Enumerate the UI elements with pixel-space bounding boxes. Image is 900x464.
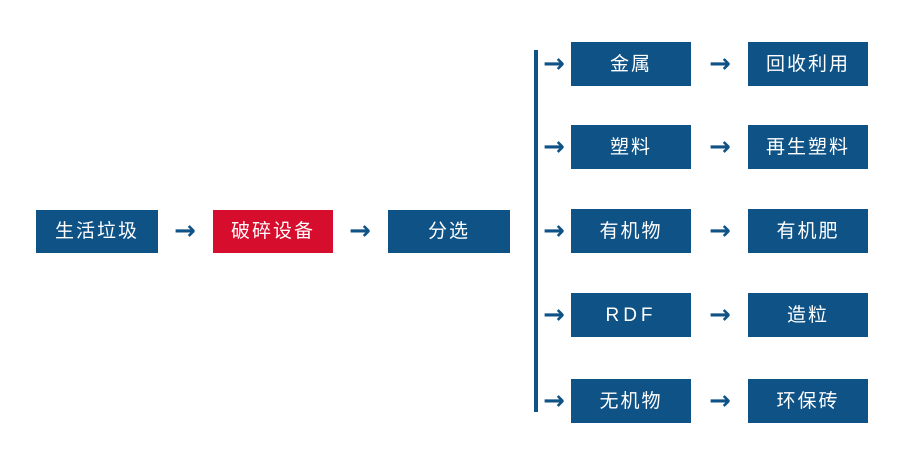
arrow-glyph-char: →	[543, 49, 565, 79]
node-label: 有机肥	[776, 220, 840, 242]
arrow-glyph-char: →	[174, 216, 196, 246]
arrow-glyph-char: →	[709, 300, 731, 330]
arrow-right-icon: →	[700, 386, 740, 416]
node-label: 回收利用	[765, 53, 850, 75]
node-label: RDF	[605, 304, 657, 326]
arrow-glyph-char: →	[543, 216, 565, 246]
node-label: 分选	[427, 221, 470, 242]
node-product-recycled-plastic[interactable]: 再生塑料	[748, 125, 868, 169]
arrow-right-icon: →	[700, 300, 740, 330]
arrow-right-icon: →	[700, 216, 740, 246]
node-label: 造粒	[786, 304, 829, 326]
node-label: 再生塑料	[765, 136, 850, 158]
arrow-right-icon: →	[700, 132, 740, 162]
node-household-waste[interactable]: 生活垃圾	[36, 210, 158, 253]
node-label: 有机物	[599, 220, 663, 242]
arrow-glyph-char: →	[709, 49, 731, 79]
node-crushing-equipment[interactable]: 破碎设备	[213, 210, 333, 253]
node-label: 生活垃圾	[54, 221, 139, 242]
node-product-granulation[interactable]: 造粒	[748, 293, 868, 337]
arrow-glyph-char: →	[709, 386, 731, 416]
arrow-glyph-char: →	[709, 132, 731, 162]
node-material-metal[interactable]: 金属	[571, 42, 691, 86]
arrow-glyph-char: →	[543, 132, 565, 162]
node-label: 破碎设备	[230, 221, 315, 242]
node-product-recycling[interactable]: 回收利用	[748, 42, 868, 86]
arrow-right-icon: →	[700, 49, 740, 79]
branch-arrow-icon: →	[538, 216, 570, 246]
arrow-glyph-char: →	[709, 216, 731, 246]
node-material-plastic[interactable]: 塑料	[571, 125, 691, 169]
branch-trunk-line	[534, 50, 538, 412]
arrow-glyph-char: →	[349, 216, 371, 246]
branch-arrow-icon: →	[538, 49, 570, 79]
node-material-inorganic[interactable]: 无机物	[571, 379, 691, 423]
node-product-eco-brick[interactable]: 环保砖	[748, 379, 868, 423]
node-label: 环保砖	[776, 390, 840, 412]
node-material-rdf[interactable]: RDF	[571, 293, 691, 337]
node-product-organic-fertilizer[interactable]: 有机肥	[748, 209, 868, 253]
branch-arrow-icon: →	[538, 132, 570, 162]
arrow-right-icon: →	[340, 216, 380, 246]
branch-arrow-icon: →	[538, 300, 570, 330]
node-label: 无机物	[599, 390, 663, 412]
branch-arrow-icon: →	[538, 386, 570, 416]
arrow-glyph-char: →	[543, 386, 565, 416]
arrow-right-icon: →	[165, 216, 205, 246]
arrow-glyph-char: →	[543, 300, 565, 330]
node-label: 塑料	[609, 136, 652, 158]
node-material-organic[interactable]: 有机物	[571, 209, 691, 253]
node-label: 金属	[609, 53, 652, 75]
node-sorting[interactable]: 分选	[388, 210, 510, 253]
